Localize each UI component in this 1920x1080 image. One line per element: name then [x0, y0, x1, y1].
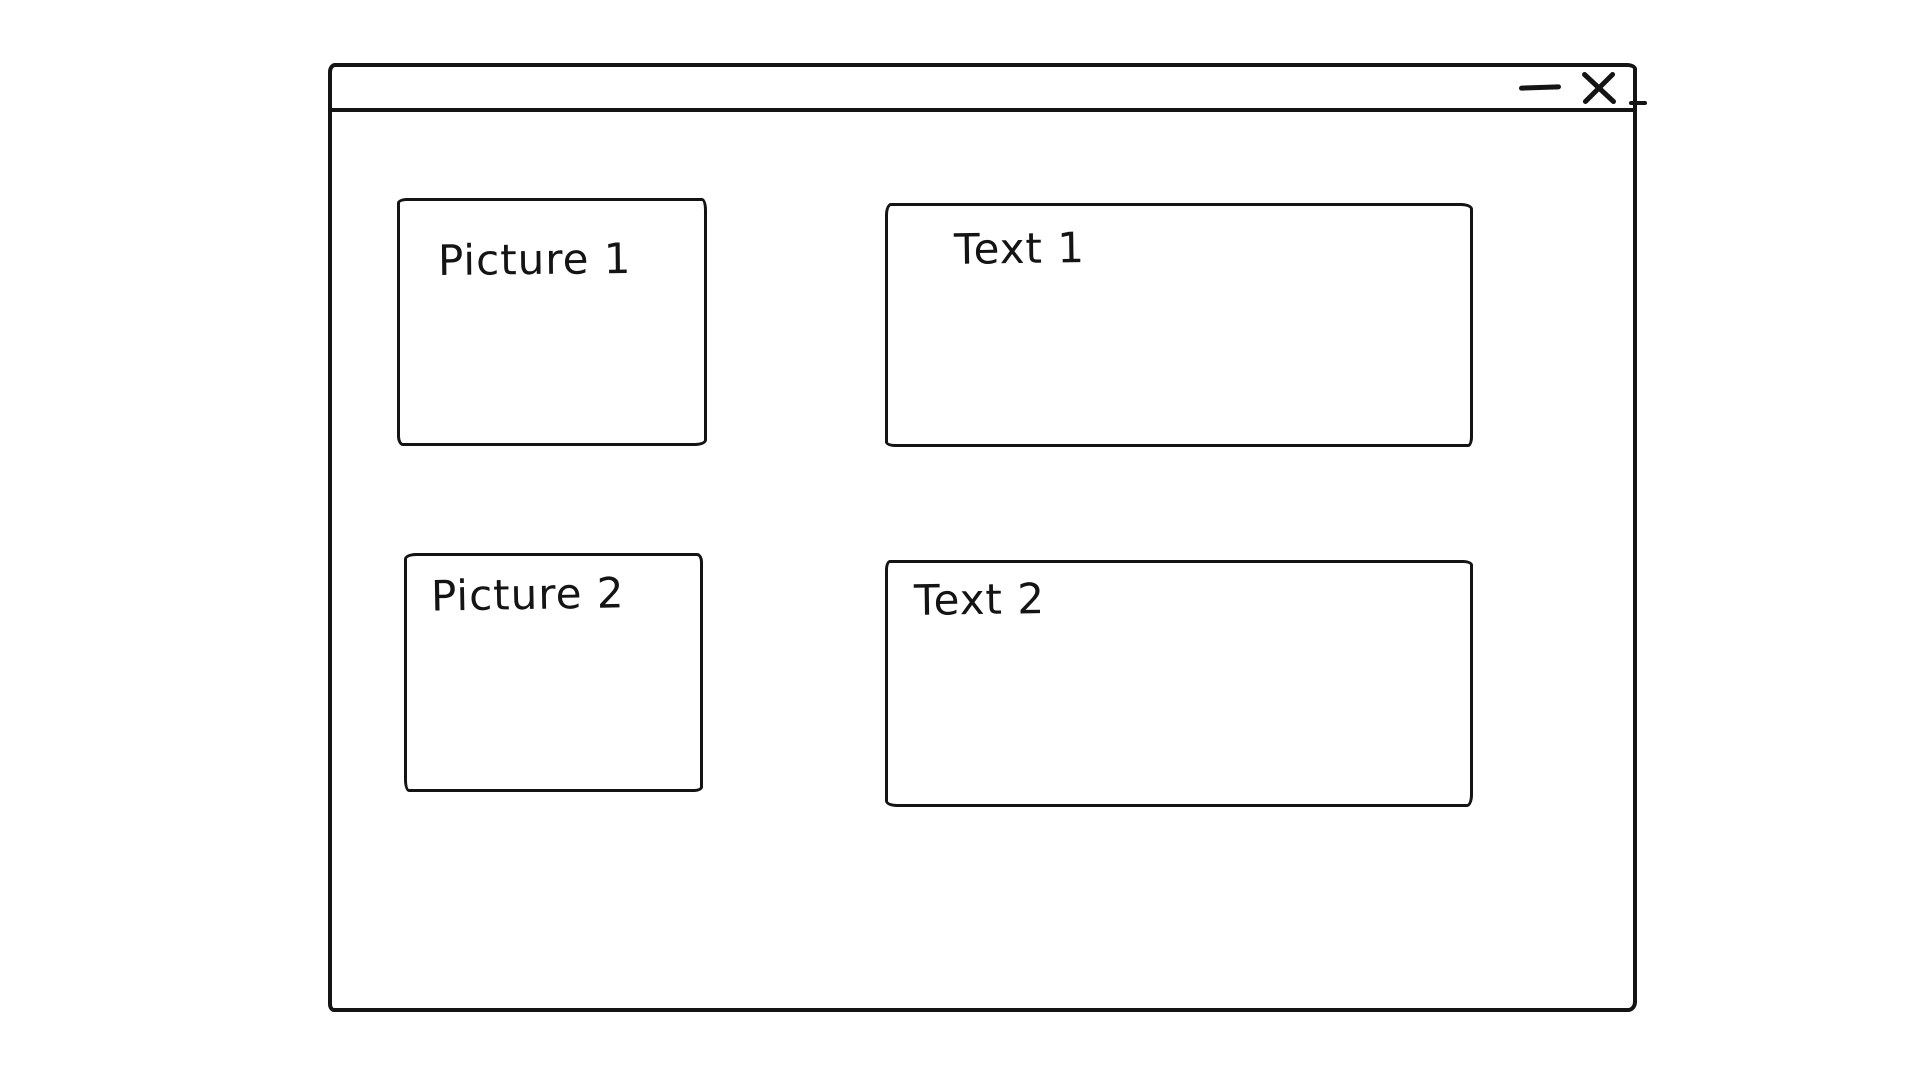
- picture-2-label: Picture 2: [430, 568, 625, 621]
- minimize-icon: [1518, 84, 1562, 91]
- text-2-label: Text 2: [913, 574, 1046, 625]
- picture-2-placeholder: Picture 2: [404, 553, 703, 792]
- minimize-button[interactable]: [1518, 69, 1562, 107]
- app-window: Picture 1 Text 1 Picture 2 Text 2: [328, 63, 1637, 1012]
- picture-1-placeholder: Picture 1: [397, 198, 707, 446]
- text-1-placeholder: Text 1: [885, 203, 1473, 447]
- titlebar-line-overshoot: [1629, 101, 1647, 105]
- close-icon: [1582, 71, 1616, 104]
- text-2-placeholder: Text 2: [885, 560, 1473, 807]
- picture-1-label: Picture 1: [437, 233, 632, 286]
- text-1-label: Text 1: [953, 223, 1086, 274]
- title-bar[interactable]: [332, 67, 1633, 112]
- close-button[interactable]: [1577, 69, 1621, 107]
